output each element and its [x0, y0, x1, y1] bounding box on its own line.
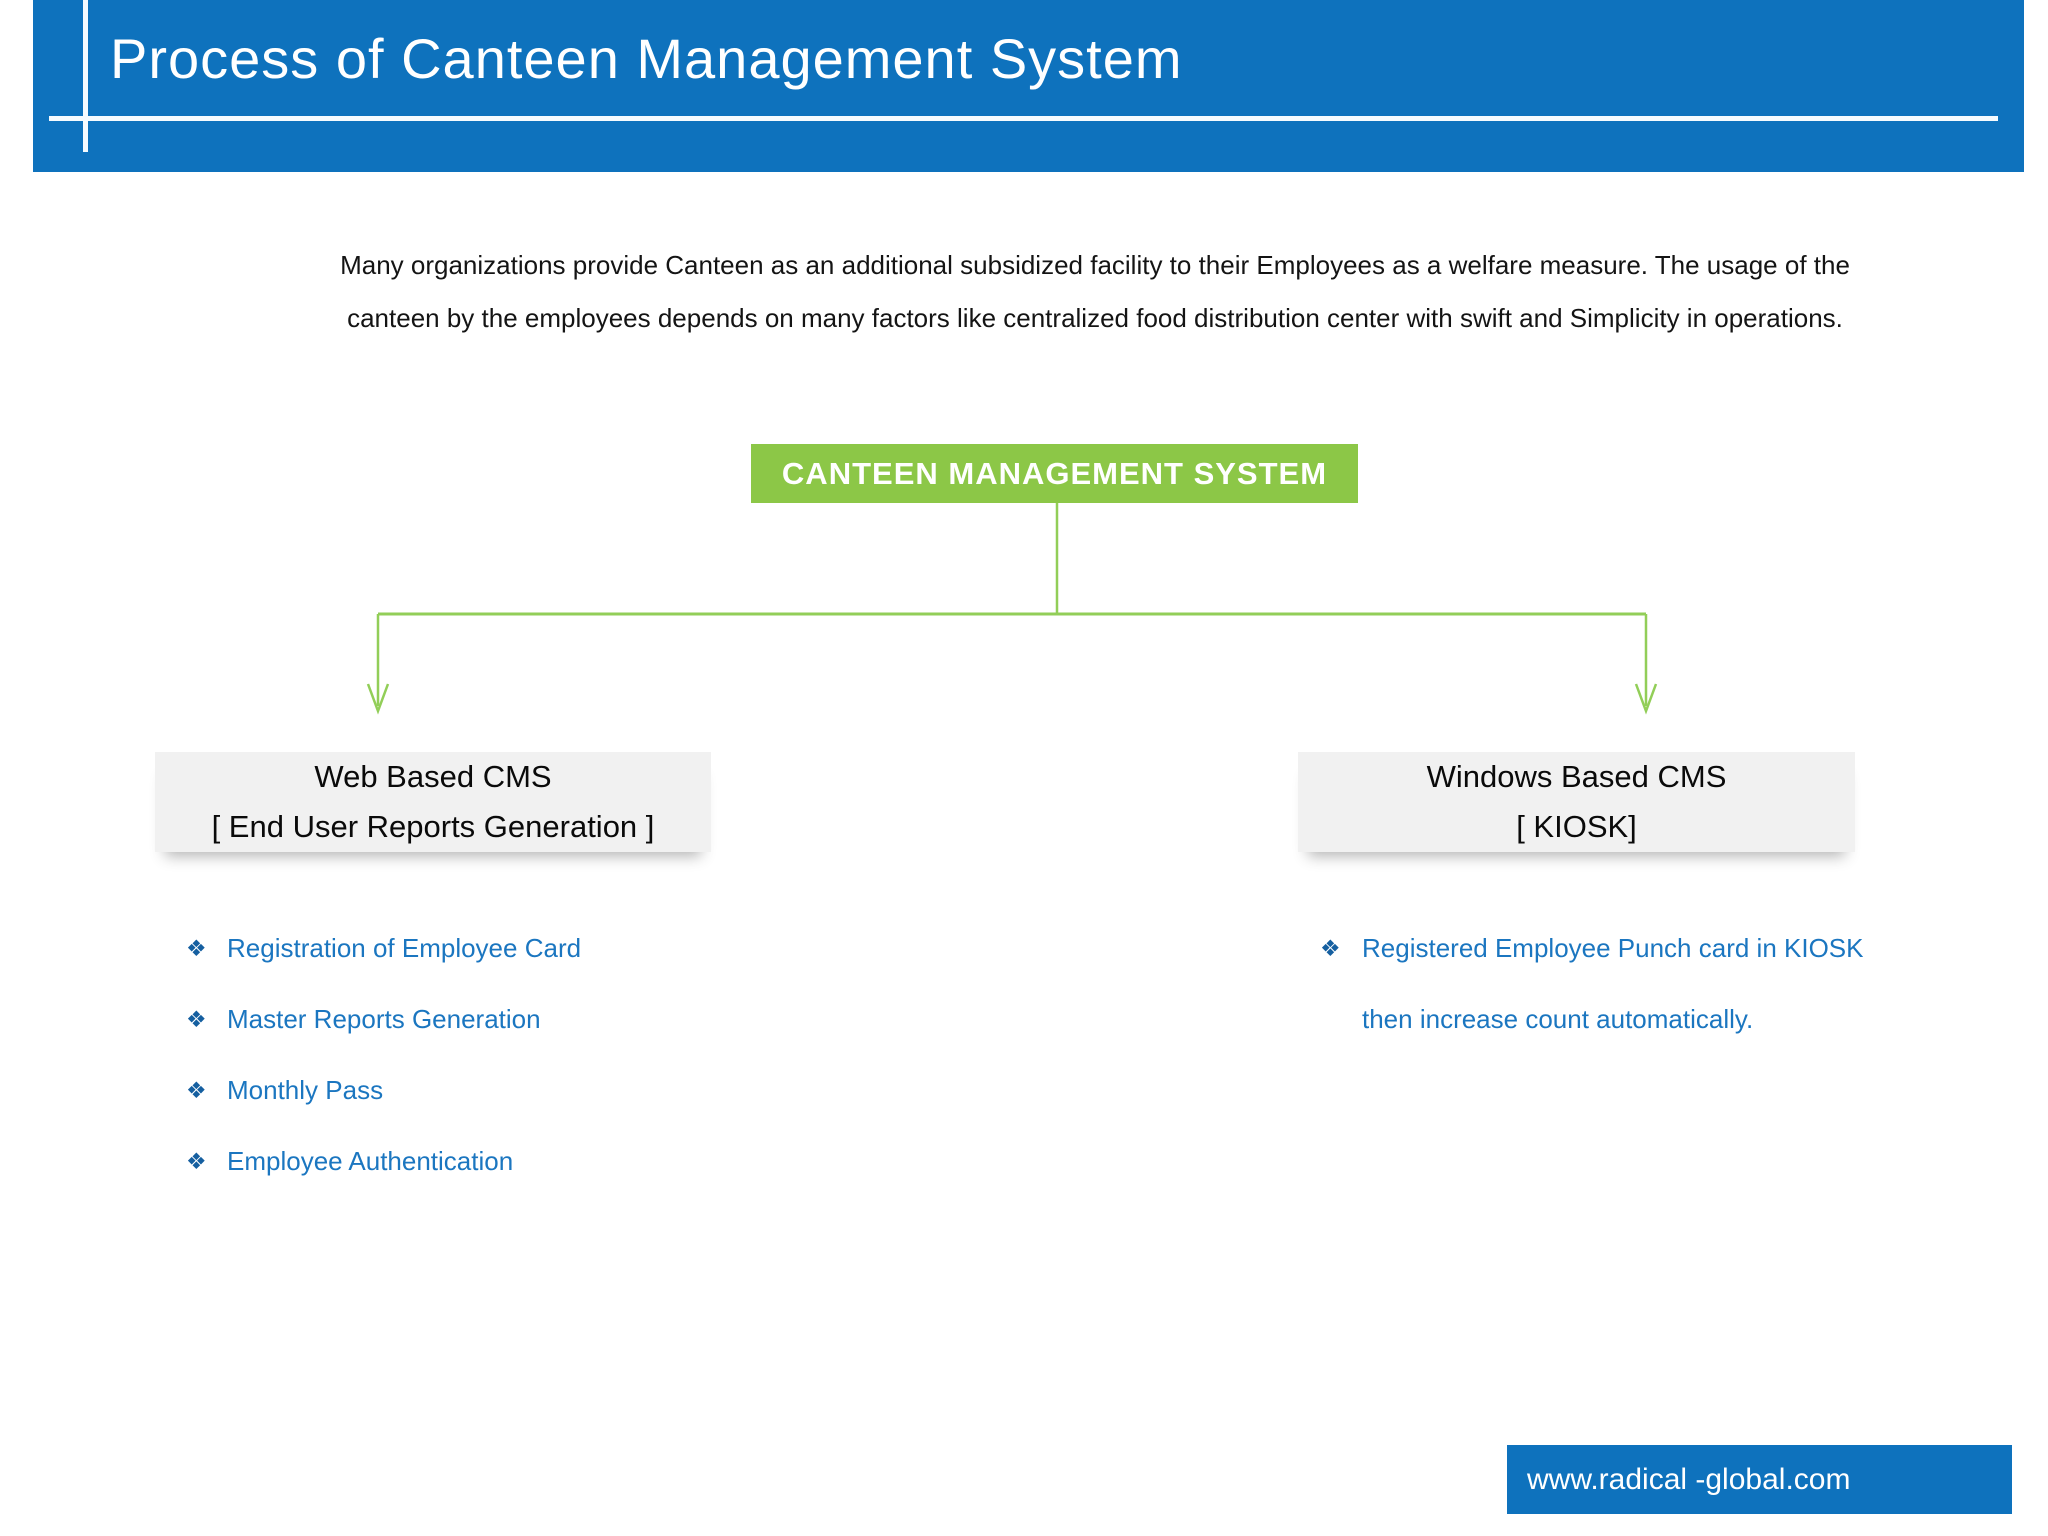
list-item: ❖ Monthly Pass — [173, 1055, 581, 1126]
list-item-label: Registered Employee Punch card in KIOSK — [1362, 933, 1864, 963]
list-item-label: Employee Authentication — [227, 1146, 514, 1176]
kiosk-feature-list: ❖ Registered Employee Punch card in KIOS… — [1307, 913, 1863, 1055]
list-item-label: then increase count automatically. — [1362, 1004, 1754, 1034]
footer-website-bar: www.radical -global.com — [1507, 1445, 2012, 1514]
node-web-based-cms: Web Based CMS [ End User Reports Generat… — [155, 752, 711, 852]
root-node-canteen-management-system: CANTEEN MANAGEMENT SYSTEM — [751, 444, 1358, 503]
list-item-continuation: ❖ then increase count automatically. — [1307, 984, 1863, 1055]
intro-line-1: Many organizations provide Canteen as an… — [340, 250, 1850, 280]
title-bar: Process of Canteen Management System — [33, 0, 2024, 172]
node-windows-based-cms-subtitle: [ KIOSK] — [1516, 809, 1637, 844]
node-web-based-cms-title: Web Based CMS — [314, 759, 552, 794]
list-item: ❖ Master Reports Generation — [173, 984, 581, 1055]
down-arrow-icon — [1634, 683, 1658, 715]
title-accent-horizontal-line — [49, 116, 1998, 121]
diamond-bullet-icon: ❖ — [186, 1006, 207, 1032]
list-item: ❖ Registration of Employee Card — [173, 913, 581, 984]
node-web-based-cms-subtitle: [ End User Reports Generation ] — [211, 809, 655, 844]
intro-paragraph: Many organizations provide Canteen as an… — [142, 239, 2048, 345]
diamond-bullet-icon: ❖ — [186, 935, 207, 961]
list-item-label: Monthly Pass — [227, 1075, 384, 1105]
list-item: ❖ Employee Authentication — [173, 1126, 581, 1197]
diamond-bullet-icon: ❖ — [186, 1077, 207, 1103]
title-accent-vertical-line — [83, 0, 88, 152]
website-url: www.radical -global.com — [1527, 1462, 1851, 1496]
list-item-label: Registration of Employee Card — [227, 933, 582, 963]
node-windows-based-cms: Windows Based CMS [ KIOSK] — [1298, 752, 1855, 852]
down-arrow-icon — [366, 683, 390, 715]
diamond-bullet-icon: ❖ — [1320, 935, 1341, 961]
node-windows-based-cms-title: Windows Based CMS — [1426, 759, 1727, 794]
diamond-bullet-icon: ❖ — [186, 1148, 207, 1174]
list-item-label: Master Reports Generation — [227, 1004, 541, 1034]
intro-line-2: canteen by the employees depends on many… — [347, 303, 1843, 333]
list-item: ❖ Registered Employee Punch card in KIOS… — [1307, 913, 1863, 984]
page-title: Process of Canteen Management System — [110, 26, 1183, 90]
web-cms-feature-list: ❖ Registration of Employee Card ❖ Master… — [173, 913, 581, 1197]
